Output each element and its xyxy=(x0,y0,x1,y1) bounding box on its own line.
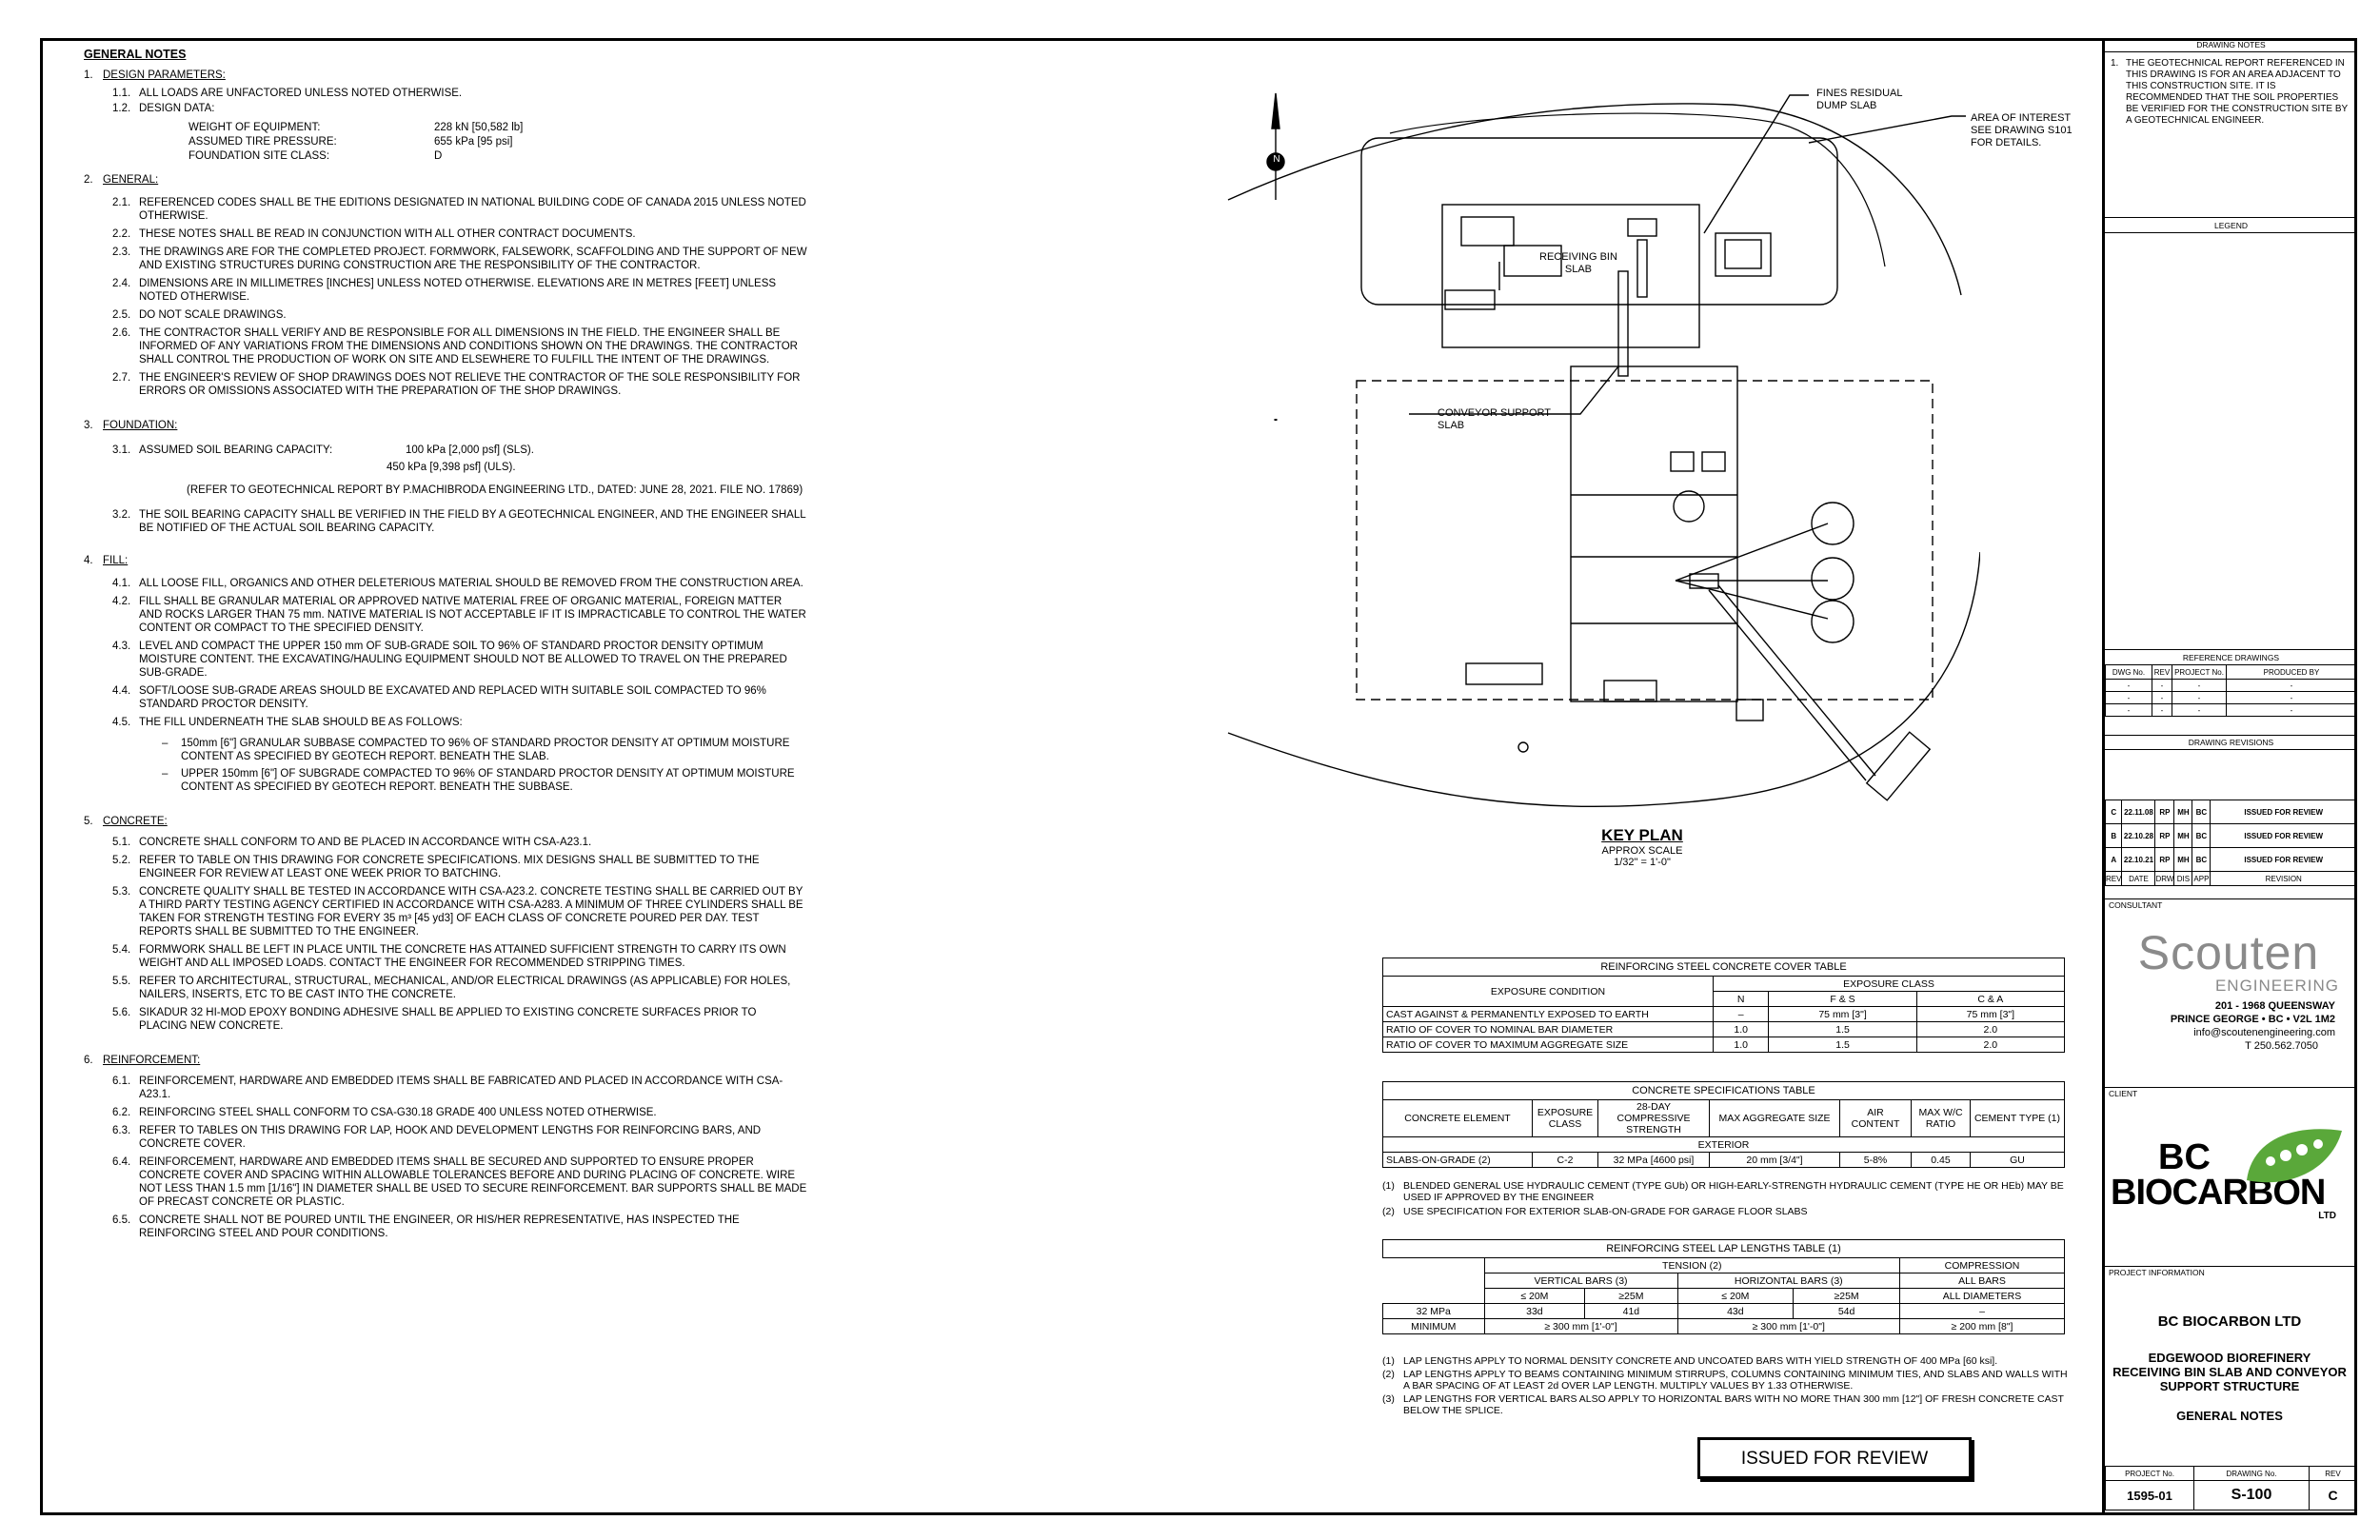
section-concrete: 5.CONCRETE: 5.1.CONCRETE SHALL CONFORM T… xyxy=(84,816,803,1032)
cover-table-title: REINFORCING STEEL CONCRETE COVER TABLE xyxy=(1382,958,2065,977)
receiving-bin-slab xyxy=(1441,204,1700,348)
project-info-header: PROJECT INFORMATION xyxy=(2109,1268,2205,1277)
scouten-logo-text: Scouten xyxy=(2137,926,2320,979)
north-label: N xyxy=(1273,154,1280,165)
label-receiving-bin: RECEIVING BIN SLAB xyxy=(1539,251,1617,275)
notes-title: GENERAL NOTES xyxy=(84,48,187,61)
drawing-number: S-100 xyxy=(2193,1480,2310,1510)
project-number: 1595-01 xyxy=(2105,1480,2194,1510)
project-info: BC BIOCARBON LTD EDGEWOOD BIOREFINERY RE… xyxy=(2105,1313,2354,1423)
table-row: SLABS-ON-GRADE (2) C-2 32 MPa [4600 psi]… xyxy=(1382,1152,2065,1168)
table-row: CAST AGAINST & PERMANENTLY EXPOSED TO EA… xyxy=(1382,1006,2066,1022)
label-conveyor-support: CONVEYOR SUPPORT SLAB xyxy=(1438,407,1551,431)
drawing-notes-header: DRAWING NOTES xyxy=(2105,38,2357,52)
dump-slab-outline xyxy=(1360,137,1838,306)
section-design-parameters: 1.DESIGN PARAMETERS: 1.1.ALL LOADS ARE U… xyxy=(84,69,807,164)
sheet-title: GENERAL NOTES xyxy=(2176,1409,2283,1423)
table-row: RATIO OF COVER TO MAXIMUM AGGREGATE SIZE… xyxy=(1382,1037,2066,1053)
title-block: DRAWING NOTES 1.THE GEOTECHNICAL REPORT … xyxy=(2102,38,2357,1515)
consultant-logo: Scouten ENGINEERING 201 - 1968 QUEENSWAY… xyxy=(2105,929,2352,1053)
client-logo: BC BIOCARBON LTD xyxy=(2111,1123,2344,1221)
issued-for-review-stamp: ISSUED FOR REVIEW xyxy=(1697,1437,1972,1479)
table-row: MINIMUM≥ 300 mm [1'-0"]≥ 300 mm [1'-0"]≥… xyxy=(1382,1318,2065,1334)
lap-table-notes: (1)LAP LENGTHS APPLY TO NORMAL DENSITY C… xyxy=(1382,1355,2068,1416)
general-notes: GENERAL NOTES 1.DESIGN PARAMETERS: 1.1.A… xyxy=(84,48,807,1240)
section-general: 2.GENERAL: 2.1.REFERENCED CODES SHALL BE… xyxy=(84,174,807,397)
key-plan-drawing xyxy=(1227,92,1980,808)
north-arrow-icon xyxy=(1266,92,1285,200)
section-reinforcement: 6.REINFORCEMENT: 6.1.REINFORCEMENT, HARD… xyxy=(84,1055,807,1239)
lap-table: REINFORCING STEEL LAP LENGTHS TABLE (1) … xyxy=(1382,1239,2065,1334)
client-name: BC BIOCARBON LTD xyxy=(2157,1313,2302,1330)
spec-table: CONCRETE SPECIFICATIONS TABLE CONCRETE E… xyxy=(1382,1081,2065,1168)
drawing-note-1: 1.THE GEOTECHNICAL REPORT REFERENCED IN … xyxy=(2111,58,2348,126)
section-heading: DESIGN PARAMETERS: xyxy=(103,69,226,81)
revision-letter: C xyxy=(2309,1480,2357,1510)
cover-table: REINFORCING STEEL CONCRETE COVER TABLE E… xyxy=(1382,958,2066,1053)
label-area-of-interest: AREA OF INTEREST SEE DRAWING S101 FOR DE… xyxy=(1971,112,2073,148)
section-foundation: 3.FOUNDATION: 3.1.ASSUMED SOIL BEARING C… xyxy=(84,420,806,534)
road-outer xyxy=(1227,103,1962,296)
conveyor-support-slab xyxy=(1570,365,1738,702)
leaf-icon xyxy=(2247,1129,2342,1183)
site-dashed-outline xyxy=(1356,380,1934,701)
consultant-header: CONSULTANT xyxy=(2109,900,2163,910)
key-plan-title-block: KEY PLAN APPROX SCALE 1/32" = 1'-0" xyxy=(1590,826,1695,868)
section-fill: 4.FILL: 4.1.ALL LOOSE FILL, ORGANICS AND… xyxy=(84,555,806,793)
design-data: WEIGHT OF EQUIPMENT:228 kN [50,582 lb] A… xyxy=(188,122,524,162)
label-fines-residual: FINES RESIDUAL DUMP SLAB xyxy=(1816,88,1903,111)
spec-table-notes: (1)BLENDED GENERAL USE HYDRAULIC CEMENT … xyxy=(1382,1180,2064,1217)
reference-drawings-header: REFERENCE DRAWINGS xyxy=(2105,651,2357,665)
legend-header: LEGEND xyxy=(2105,219,2357,233)
key-plan-title: KEY PLAN xyxy=(1601,826,1683,844)
lap-table-title: REINFORCING STEEL LAP LENGTHS TABLE (1) xyxy=(1382,1239,2065,1258)
spec-table-title: CONCRETE SPECIFICATIONS TABLE xyxy=(1382,1081,2065,1100)
drawing-revisions-header: DRAWING REVISIONS xyxy=(2105,735,2357,750)
client-header: CLIENT xyxy=(2109,1089,2138,1098)
drawing-border xyxy=(40,38,2357,1515)
